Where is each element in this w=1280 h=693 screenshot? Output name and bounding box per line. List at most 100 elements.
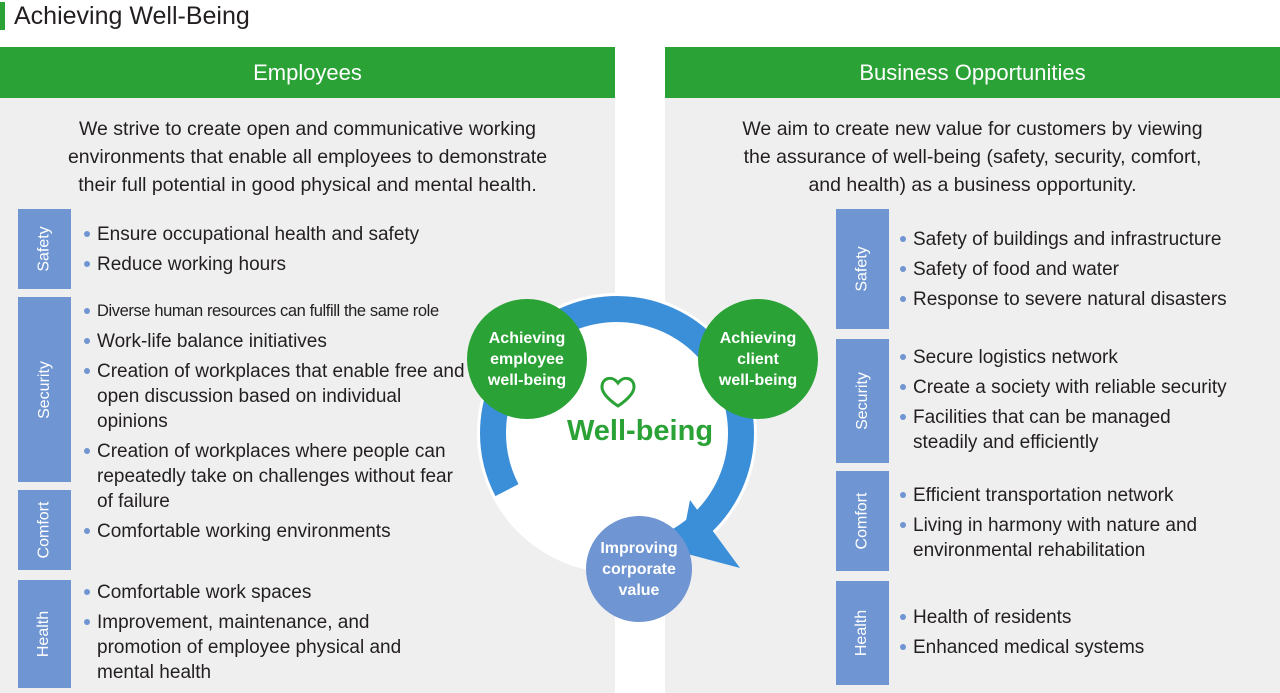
bullet-dot: [900, 384, 906, 390]
node-line: client: [737, 350, 779, 368]
category-tab-comfort: Comfort: [18, 490, 71, 570]
list-item-text: Creation of workplaces that enable free …: [97, 361, 465, 432]
list-item: Response to severe natural disasters: [897, 287, 1277, 312]
list-item-text: Response to severe natural disasters: [913, 289, 1227, 310]
list-item: Create a society with reliable security: [897, 375, 1277, 400]
intro-line: and health) as a business opportunity.: [808, 174, 1137, 196]
list-item: Reduce working hours: [81, 252, 471, 277]
category-tab-safety: Safety: [836, 209, 889, 329]
list-item-text: Work-life balance initiatives: [97, 331, 327, 352]
bullet-dot: [84, 308, 90, 314]
health-list: Health of residents Enhanced medical sys…: [897, 605, 1277, 665]
bullet-dot: [84, 589, 90, 595]
security-list: Secure logistics network Create a societ…: [897, 345, 1277, 460]
list-item-text: Facilities that can be managed steadily …: [913, 407, 1171, 453]
list-item: Safety of buildings and infrastructure: [897, 227, 1277, 252]
list-item: Safety of food and water: [897, 257, 1277, 282]
node-line: value: [618, 581, 660, 599]
list-item-text: Living in harmony with nature and enviro…: [913, 515, 1198, 561]
bullet-dot: [84, 338, 90, 344]
bullet-dot: [900, 492, 906, 498]
list-item: Improvement, maintenance, and promotion …: [81, 610, 457, 685]
cycle-arrow-head: [680, 500, 740, 568]
intro-line: We aim to create new value for customers…: [742, 118, 1203, 140]
category-label: Health: [853, 609, 871, 657]
intro-line: environments that enable all employees t…: [67, 146, 548, 168]
list-item-text: Reduce working hours: [97, 254, 287, 275]
node-line: corporate: [602, 560, 676, 578]
bullet-dot: [900, 522, 906, 528]
list-item: Enhanced medical systems: [897, 635, 1277, 660]
bullet-dot: [84, 448, 90, 454]
category-label: Comfort: [35, 501, 53, 559]
category-label: Security: [35, 360, 53, 419]
category-label: Security: [853, 372, 871, 430]
list-item-text: Safety of food and water: [913, 259, 1119, 280]
intro-line: We strive to create open and communicati…: [78, 118, 537, 140]
node-line: well-being: [487, 371, 567, 389]
list-item: Creation of workplaces where people can …: [81, 439, 457, 514]
bullet-dot: [900, 614, 906, 620]
node-text: Achieving employee well-being: [488, 328, 566, 391]
list-item-text: Enhanced medical systems: [913, 637, 1145, 658]
node-line: Improving: [600, 539, 678, 557]
intro-line: their full potential in good physical an…: [78, 174, 537, 196]
node-line: Achieving: [719, 329, 797, 347]
list-item-text: Safety of buildings and infrastructure: [913, 229, 1222, 250]
title-accent-bar: [0, 2, 5, 30]
list-item: Health of residents: [897, 605, 1277, 630]
list-item: Comfortable working environments: [81, 519, 461, 544]
node-text: Achieving client well-being: [719, 328, 797, 391]
node-line: Achieving: [488, 329, 566, 347]
list-item: Living in harmony with nature and enviro…: [897, 513, 1233, 563]
category-tab-health: Health: [18, 580, 71, 688]
category-label: Safety: [853, 246, 871, 292]
bullet-dot: [900, 354, 906, 360]
page-title: Achieving Well-Being: [14, 2, 250, 30]
intro-line: the assurance of well-being (safety, sec…: [743, 146, 1202, 168]
list-item-text: Comfortable working environments: [97, 521, 391, 542]
list-item: Diverse human resources can fulfill the …: [81, 299, 481, 324]
bullet-dot: [84, 261, 90, 267]
node-line: well-being: [718, 371, 798, 389]
list-item-text: Health of residents: [913, 607, 1072, 628]
node-line: employee: [490, 350, 564, 368]
bullet-dot: [84, 231, 90, 237]
well-being-label: Well-being: [566, 415, 714, 447]
safety-list: Ensure occupational health and safety Re…: [81, 222, 471, 282]
list-item: Ensure occupational health and safety: [81, 222, 471, 247]
node-client-well-being: Achieving client well-being: [698, 299, 818, 419]
comfort-list: Efficient transportation network Living …: [897, 483, 1227, 568]
category-label: Comfort: [853, 492, 871, 550]
employees-intro: We strive to create open and communicati…: [0, 115, 615, 199]
list-item: Work-life balance initiatives: [81, 329, 481, 354]
bullet-dot: [900, 644, 906, 650]
category-tab-security: Security: [18, 297, 71, 482]
list-item-text: Improvement, maintenance, and promotion …: [97, 612, 402, 683]
list-item-text: Comfortable work spaces: [97, 582, 312, 603]
category-tab-safety: Safety: [18, 209, 71, 289]
bullet-dot: [84, 619, 90, 625]
list-item-text: Diverse human resources can fulfill the …: [97, 302, 439, 320]
bullet-dot: [84, 368, 90, 374]
list-item: Efficient transportation network: [897, 483, 1227, 508]
list-item-text: Create a society with reliable security: [913, 377, 1227, 398]
list-item-text: Efficient transportation network: [913, 485, 1174, 506]
node-text: Improving corporate value: [600, 538, 677, 601]
well-being-cycle-diagram: Well-being Achieving employee well-being…: [455, 270, 818, 690]
safety-list: Safety of buildings and infrastructure S…: [897, 227, 1277, 317]
cycle-arc: [480, 296, 754, 570]
list-item-text: Creation of workplaces where people can …: [97, 441, 453, 512]
bullet-dot: [900, 296, 906, 302]
list-item-text: Ensure occupational health and safety: [97, 224, 420, 245]
employees-header: Employees: [0, 47, 615, 98]
bullet-dot: [900, 236, 906, 242]
business-intro: We aim to create new value for customers…: [665, 115, 1280, 199]
node-employee-well-being: Achieving employee well-being: [467, 299, 587, 419]
list-item: Comfortable work spaces: [81, 580, 461, 605]
security-list: Diverse human resources can fulfill the …: [81, 299, 481, 519]
list-item: Creation of workplaces that enable free …: [81, 359, 477, 434]
bullet-dot: [84, 528, 90, 534]
node-corporate-value: Improving corporate value: [586, 516, 692, 622]
list-item: Secure logistics network: [897, 345, 1277, 370]
